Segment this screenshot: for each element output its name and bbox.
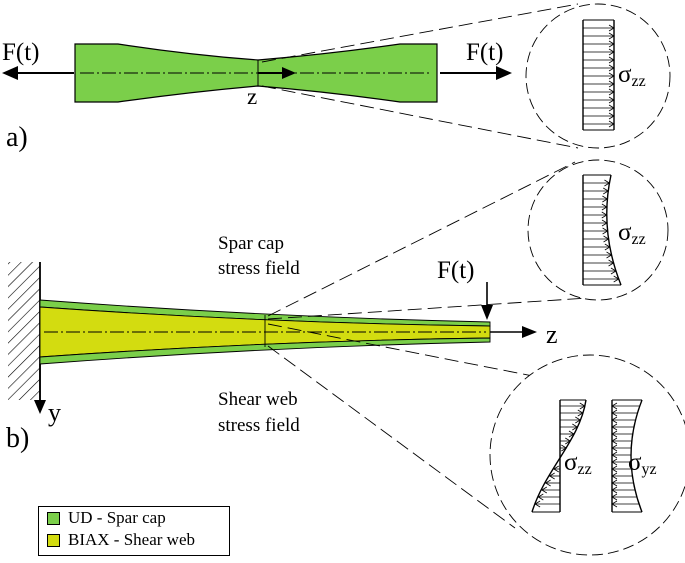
stress-arrowhead	[608, 48, 615, 56]
stress-arrowhead	[602, 195, 609, 203]
stress-arrowhead	[608, 32, 615, 40]
force-arrow-left	[2, 66, 74, 80]
stress-arrowhead	[613, 275, 620, 283]
spar-cap-label: Spar cap stress field	[218, 233, 300, 279]
stress-arrowhead	[608, 24, 615, 32]
stress-arrowhead	[608, 96, 615, 104]
stress-arrowhead	[601, 203, 608, 211]
zoom-line-b1-top	[267, 161, 576, 317]
stress-arrowhead	[611, 402, 618, 410]
stress-arrowhead	[603, 235, 610, 243]
stress-arrowhead	[608, 88, 615, 96]
stress-profile-b1	[582, 174, 622, 286]
stress-arrowhead	[608, 112, 615, 120]
stress-arrowhead	[604, 179, 611, 187]
stress-arrowhead	[561, 444, 568, 452]
zoom-line-b2-bottom	[267, 345, 516, 529]
stress-profile-b2-zz	[531, 399, 587, 513]
zoom-circle-b1	[527, 159, 669, 301]
stress-arrowhead	[568, 430, 575, 438]
stress-arrowhead	[565, 437, 572, 445]
stress-arrowhead	[608, 64, 615, 72]
stress-arrowhead	[608, 56, 615, 64]
zoom-line-b2-top	[267, 323, 544, 379]
zoom-line-b1-bottom	[267, 297, 589, 320]
stress-arrowhead	[611, 444, 618, 452]
legend: UD - Spar cap BIAX - Shear web	[38, 506, 230, 556]
legend-swatch-biax	[47, 533, 60, 547]
stress-arrowhead	[601, 211, 608, 219]
stress-arrowhead	[575, 416, 582, 424]
legend-item-biax: BIAX - Shear web	[39, 529, 229, 551]
stress-arrowhead	[608, 259, 615, 267]
y-axis-b	[34, 364, 46, 414]
stress-arrowhead	[611, 465, 618, 473]
stress-arrowhead	[603, 187, 610, 195]
stress-arrowhead	[611, 437, 618, 445]
stress-arrowhead	[611, 458, 618, 466]
force-label-right: F(t)	[466, 39, 504, 66]
stress-arrowhead	[577, 409, 584, 417]
stress-arrowhead	[604, 243, 611, 251]
sigma-yz-b2: σyz	[628, 449, 657, 478]
stress-arrowhead	[611, 416, 618, 424]
stress-arrowhead	[608, 104, 615, 112]
y-label-b: y	[48, 398, 61, 427]
stress-arrowhead	[608, 120, 615, 128]
stress-arrowhead	[611, 451, 618, 459]
stress-arrowhead	[611, 486, 618, 494]
stress-arrowhead	[611, 479, 618, 487]
zoom-line-a-bottom	[261, 85, 579, 149]
stress-arrowhead	[611, 500, 618, 508]
fixed-wall	[8, 262, 40, 400]
sigma-zz-a: σzz	[618, 61, 646, 90]
stress-profile-a	[582, 19, 615, 131]
zoom-line-a-top	[261, 3, 579, 63]
stress-arrowhead	[608, 72, 615, 80]
panel-label-b: b)	[6, 423, 29, 454]
stress-arrowhead	[611, 409, 618, 417]
force-arrow-right	[440, 66, 512, 80]
stress-arrowhead	[611, 493, 618, 501]
shear-web-label: Shear web stress field	[218, 389, 302, 436]
panel-b: z y F(t) b) Spar cap stress field Shear …	[6, 159, 685, 556]
stress-arrowhead	[601, 219, 608, 227]
stress-arrowhead	[572, 423, 579, 431]
panel-label-a: a)	[6, 122, 28, 153]
sigma-zz-b1: σzz	[618, 219, 646, 248]
z-axis-b	[490, 326, 537, 338]
stress-arrowhead	[611, 423, 618, 431]
z-label-b: z	[546, 320, 558, 349]
stress-arrowhead	[544, 479, 551, 487]
panel-a: z F(t) F(t) a) σzz	[2, 3, 671, 153]
z-arrow-a	[258, 67, 296, 79]
legend-item-ud: UD - Spar cap	[39, 507, 229, 529]
z-label-a: z	[247, 84, 257, 109]
stress-arrowhead	[548, 472, 555, 480]
stress-arrowhead	[611, 430, 618, 438]
stress-arrowhead	[553, 465, 560, 473]
stress-arrowhead	[534, 500, 541, 508]
stress-arrowhead	[602, 227, 609, 235]
legend-label-ud: UD - Spar cap	[68, 508, 166, 527]
sigma-zz-b2: σzz	[564, 449, 592, 478]
legend-label-biax: BIAX - Shear web	[68, 530, 195, 549]
force-label-b: F(t)	[437, 257, 475, 284]
legend-swatch-ud	[47, 511, 60, 525]
force-arrow-b	[481, 282, 493, 320]
stress-arrowhead	[608, 80, 615, 88]
stress-profile-b2-yz	[611, 399, 643, 513]
spar-cap-bottom	[39, 337, 491, 365]
stress-arrowhead	[606, 251, 613, 259]
stress-arrowhead	[541, 486, 548, 494]
stress-arrowhead	[611, 472, 618, 480]
force-label-left: F(t)	[2, 39, 40, 66]
stress-arrowhead	[610, 267, 617, 275]
stress-arrowhead	[537, 493, 544, 501]
zoom-circle-b2	[489, 354, 685, 556]
stress-arrowhead	[608, 40, 615, 48]
stress-arrowhead	[579, 402, 586, 410]
